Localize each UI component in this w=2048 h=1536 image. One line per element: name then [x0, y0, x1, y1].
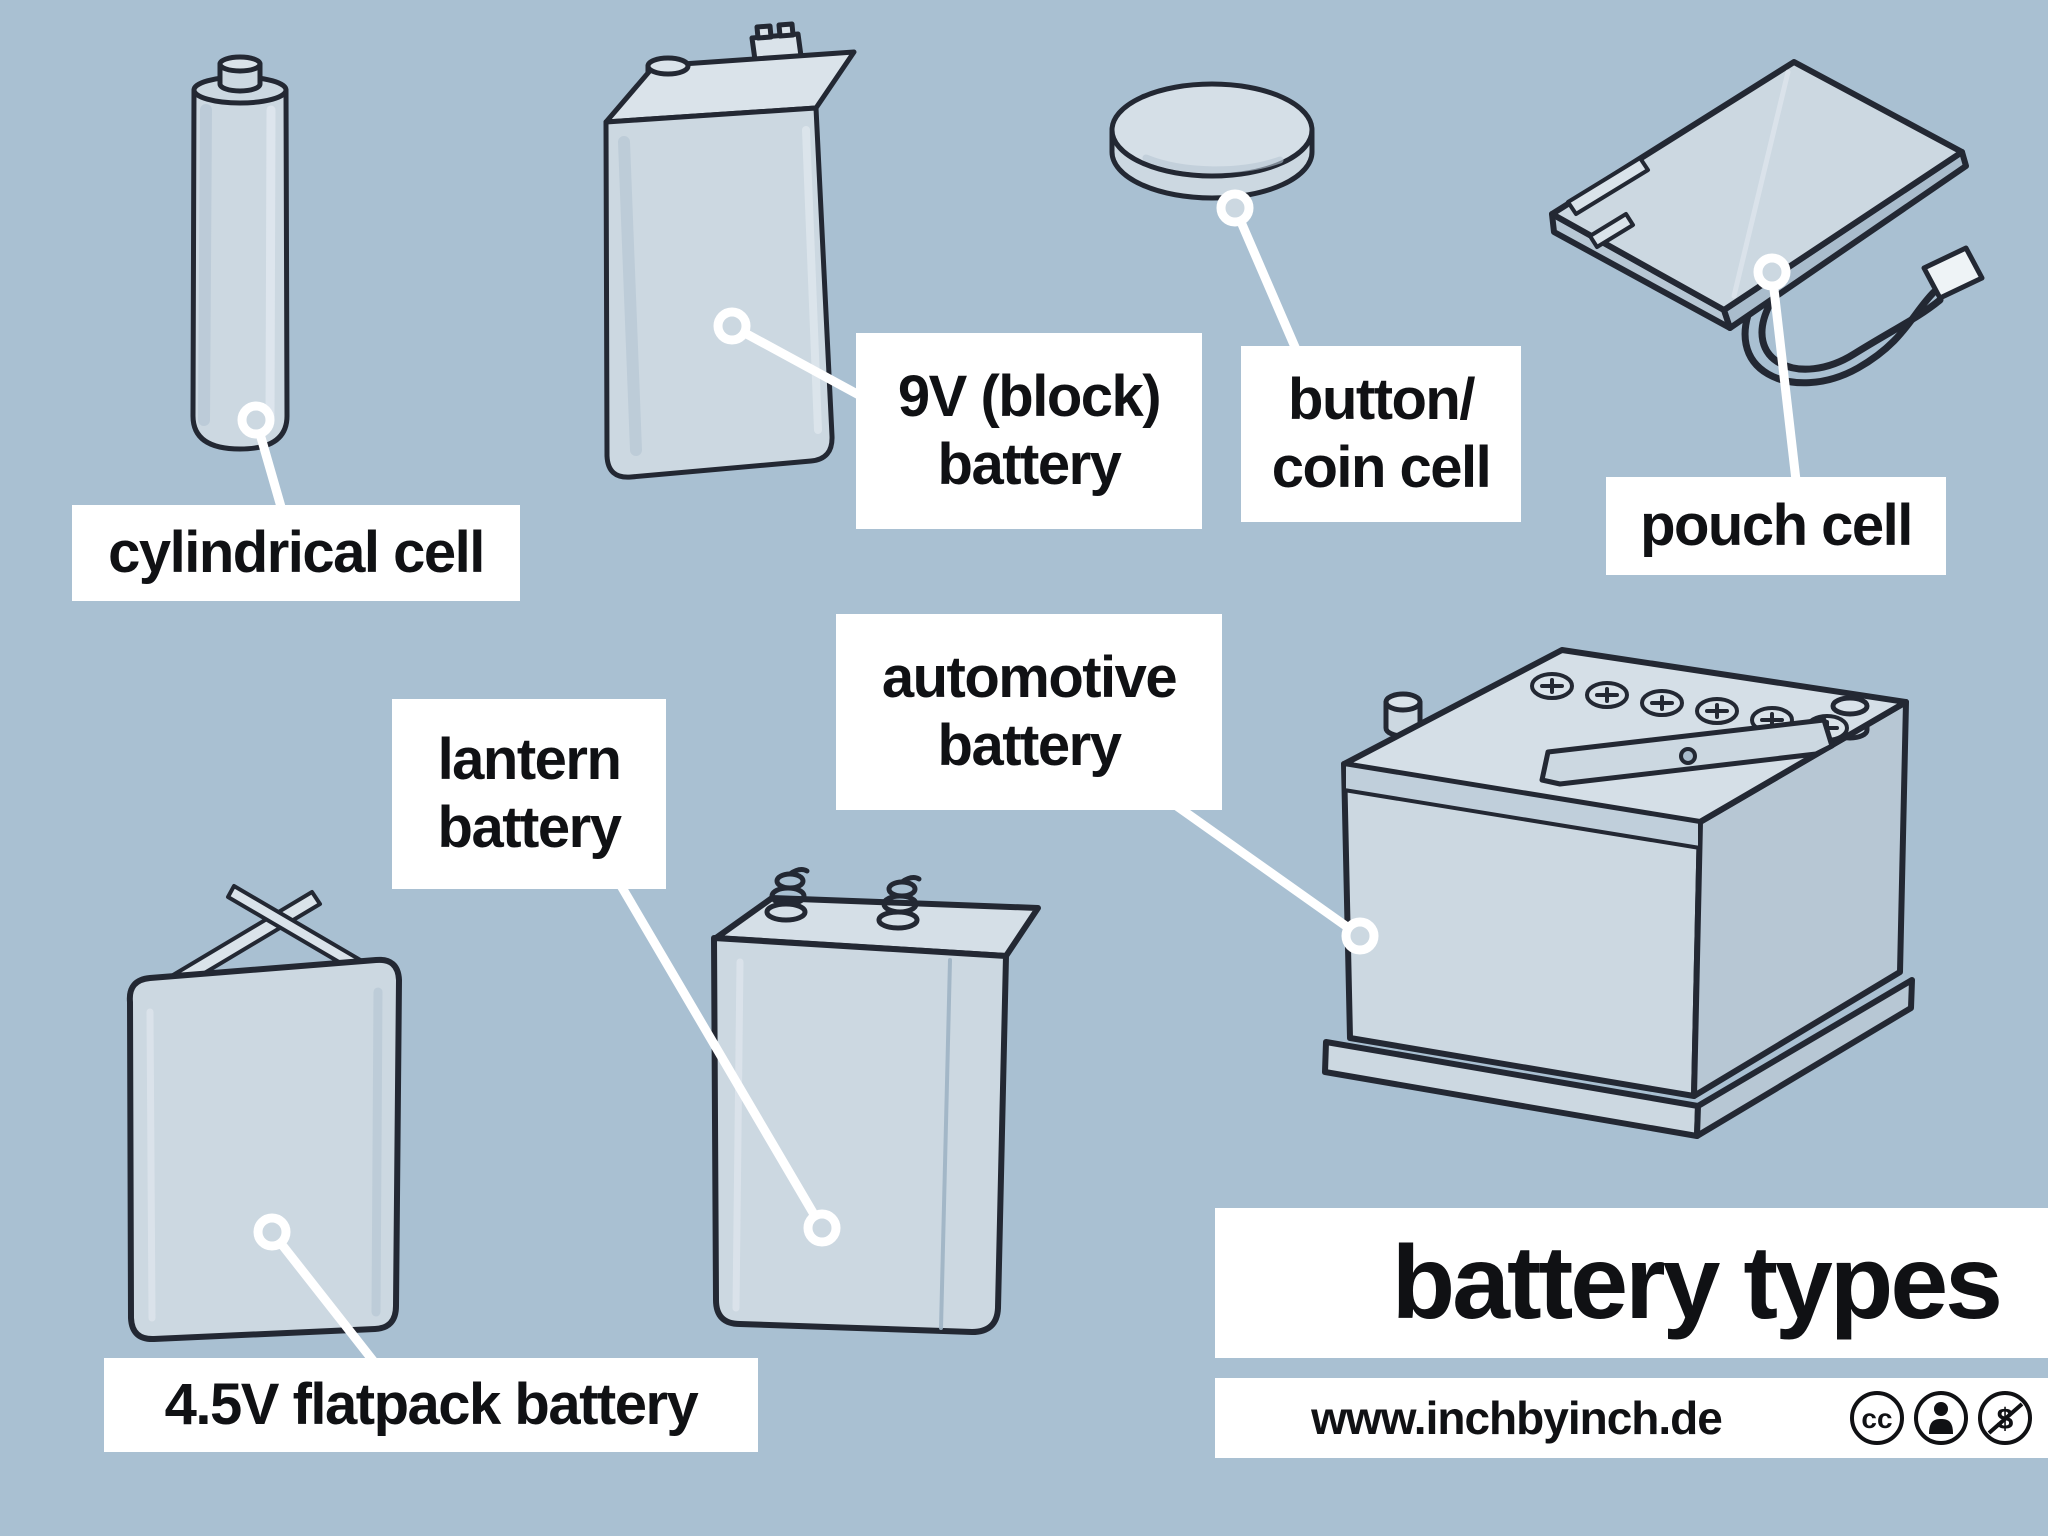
leader-dot-pouch: [1753, 253, 1791, 291]
leader-dots: [237, 189, 1791, 1251]
automotive-battery-illustration: [1322, 647, 1915, 1139]
label-flatpack-battery: 4.5V flatpack battery: [104, 1358, 758, 1452]
lantern-battery-illustration: [711, 867, 1041, 1335]
license-icons: cc $: [1848, 1389, 2034, 1447]
label-pouch-cell: pouch cell: [1606, 477, 1946, 575]
label-lantern-battery: lantern battery: [392, 699, 666, 889]
label-automotive-battery: automotive battery: [836, 614, 1222, 810]
leader-dot-flatpack: [253, 1213, 291, 1251]
nine-volt-battery-illustration: [603, 21, 857, 480]
cc-glyph: cc: [1861, 1403, 1892, 1434]
leader-dot-button: [1216, 189, 1254, 227]
leader-dot-nine-volt: [713, 307, 751, 345]
label-cylindrical-cell: cylindrical cell: [72, 505, 520, 601]
poster-title: battery types: [1391, 1224, 2003, 1341]
label-button-coin-cell: button/ coin cell: [1241, 346, 1521, 522]
pouch-cell-illustration: [1549, 59, 1985, 387]
footer-bar: www.inchbyinch.de cc $: [1215, 1378, 2048, 1458]
attribution-icon: [1914, 1391, 1968, 1445]
leader-dot-lantern: [803, 1209, 841, 1247]
non-commercial-icon: $: [1978, 1391, 2032, 1445]
website-text: www.inchbyinch.de: [1311, 1392, 1723, 1444]
cc-icon: cc: [1850, 1391, 1904, 1445]
flatpack-battery-illustration: [126, 884, 402, 1343]
label-nine-volt-battery: 9V (block) battery: [856, 333, 1202, 529]
title-bar: battery types: [1215, 1208, 2048, 1358]
leader-dot-cylindrical: [237, 401, 275, 439]
cylindrical-cell-illustration: [190, 54, 290, 452]
button-cell-illustration: [1109, 81, 1315, 201]
leader-dot-automotive: [1341, 917, 1379, 955]
